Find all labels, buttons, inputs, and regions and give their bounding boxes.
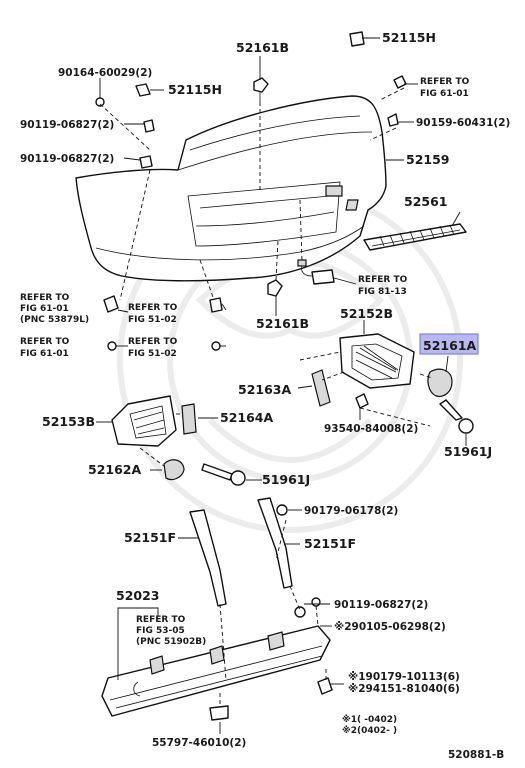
highlight-52161a [419, 333, 479, 355]
label-51961j-mid[interactable]: 51961J [262, 472, 310, 487]
bracket-52151f-left [189, 509, 227, 607]
reflector-housing-52153b [111, 395, 197, 481]
label-90164-60029[interactable]: 90164-60029(2) [58, 67, 152, 79]
grille-strip-52561 [363, 223, 467, 251]
license-light-connector [297, 259, 335, 285]
figure-id: 520881-B [448, 749, 504, 761]
label-52161b-mid[interactable]: 52161B [256, 316, 309, 331]
tow-eye-right [355, 393, 474, 434]
label-refer-81-13-1[interactable]: REFER TO [358, 275, 408, 285]
label-refer-53-05-1[interactable]: REFER TO [136, 615, 186, 625]
label-refer-61-01-l-3[interactable]: (PNC 53879L) [20, 315, 89, 325]
reflector-52161a [427, 368, 453, 397]
part-labels: 52115H 52161B 90164-60029(2) 52115H REFE… [20, 30, 510, 761]
label-refer-51-02-b-1[interactable]: REFER TO [128, 337, 178, 347]
label-refer-61-01-l-1[interactable]: REFER TO [20, 293, 70, 303]
label-52151f-left[interactable]: 52151F [124, 530, 176, 545]
bumper-reinforcement-52023 [101, 597, 333, 721]
label-refer-61-01-top-2[interactable]: FIG 61-01 [420, 89, 469, 99]
label-90105-06298[interactable]: ※290105-06298(2) [334, 621, 446, 633]
left-side-clips [103, 279, 283, 351]
label-52023[interactable]: 52023 [116, 588, 160, 603]
label-55797-46010[interactable]: 55797-46010(2) [152, 737, 246, 749]
label-refer-61-01-top-1[interactable]: REFER TO [420, 77, 470, 87]
label-94151-81040[interactable]: ※294151-81040(6) [348, 683, 460, 695]
label-51961j-right[interactable]: 51961J [444, 444, 492, 459]
label-52163a[interactable]: 52163A [238, 382, 291, 397]
label-refer-61-01-l2-1[interactable]: REFER TO [20, 337, 70, 347]
label-refer-51-02-a-1[interactable]: REFER TO [128, 303, 178, 313]
note-2: ※2(0402- ) [342, 725, 397, 736]
top-fasteners [95, 31, 407, 169]
note-1: ※1( -0402) [342, 714, 397, 725]
label-52161a[interactable]: 52161A [423, 338, 476, 353]
label-52162a[interactable]: 52162A [88, 462, 141, 477]
label-52151f-right[interactable]: 52151F [304, 536, 356, 551]
label-52561[interactable]: 52561 [404, 194, 448, 209]
label-refer-81-13-2[interactable]: FIG 81-13 [358, 287, 407, 297]
label-refer-61-01-l2-2[interactable]: FIG 61-01 [20, 349, 69, 359]
label-52161b-top[interactable]: 52161B [236, 40, 289, 55]
label-refer-51-02-a-2[interactable]: FIG 51-02 [128, 315, 177, 325]
bumper-cover-52159 [75, 95, 387, 282]
label-93540-84008[interactable]: 93540-84008(2) [324, 423, 418, 435]
label-90159-60431[interactable]: 90159-60431(2) [416, 117, 510, 129]
label-90119-06827-a[interactable]: 90119-06827(2) [20, 119, 114, 131]
label-52152b[interactable]: 52152B [340, 306, 393, 321]
label-52159[interactable]: 52159 [406, 152, 450, 167]
label-refer-53-05-3[interactable]: (PNC 51902B) [136, 637, 206, 647]
label-52115h-top[interactable]: 52115H [382, 30, 436, 45]
bracket-52151f-right [257, 497, 293, 589]
tow-eye-middle [201, 463, 288, 516]
label-90119-06827-b[interactable]: 90119-06827(2) [20, 153, 114, 165]
label-refer-51-02-b-2[interactable]: FIG 51-02 [128, 349, 177, 359]
dashed-assembly-lines [99, 87, 433, 704]
label-52153b[interactable]: 52153B [42, 414, 95, 429]
label-90179-06178[interactable]: 90179-06178(2) [304, 505, 398, 517]
reflector-housing-52152b [311, 333, 415, 407]
label-52164a[interactable]: 52164A [220, 410, 273, 425]
label-refer-61-01-l-2[interactable]: FIG 61-01 [20, 304, 69, 314]
label-refer-53-05-2[interactable]: FIG 53-05 [136, 626, 185, 636]
label-52115h-left[interactable]: 52115H [168, 82, 222, 97]
label-90179-10113[interactable]: ※190179-10113(6) [348, 671, 460, 683]
label-90119-06827-c[interactable]: 90119-06827(2) [334, 599, 428, 611]
leader-lines [96, 37, 467, 734]
